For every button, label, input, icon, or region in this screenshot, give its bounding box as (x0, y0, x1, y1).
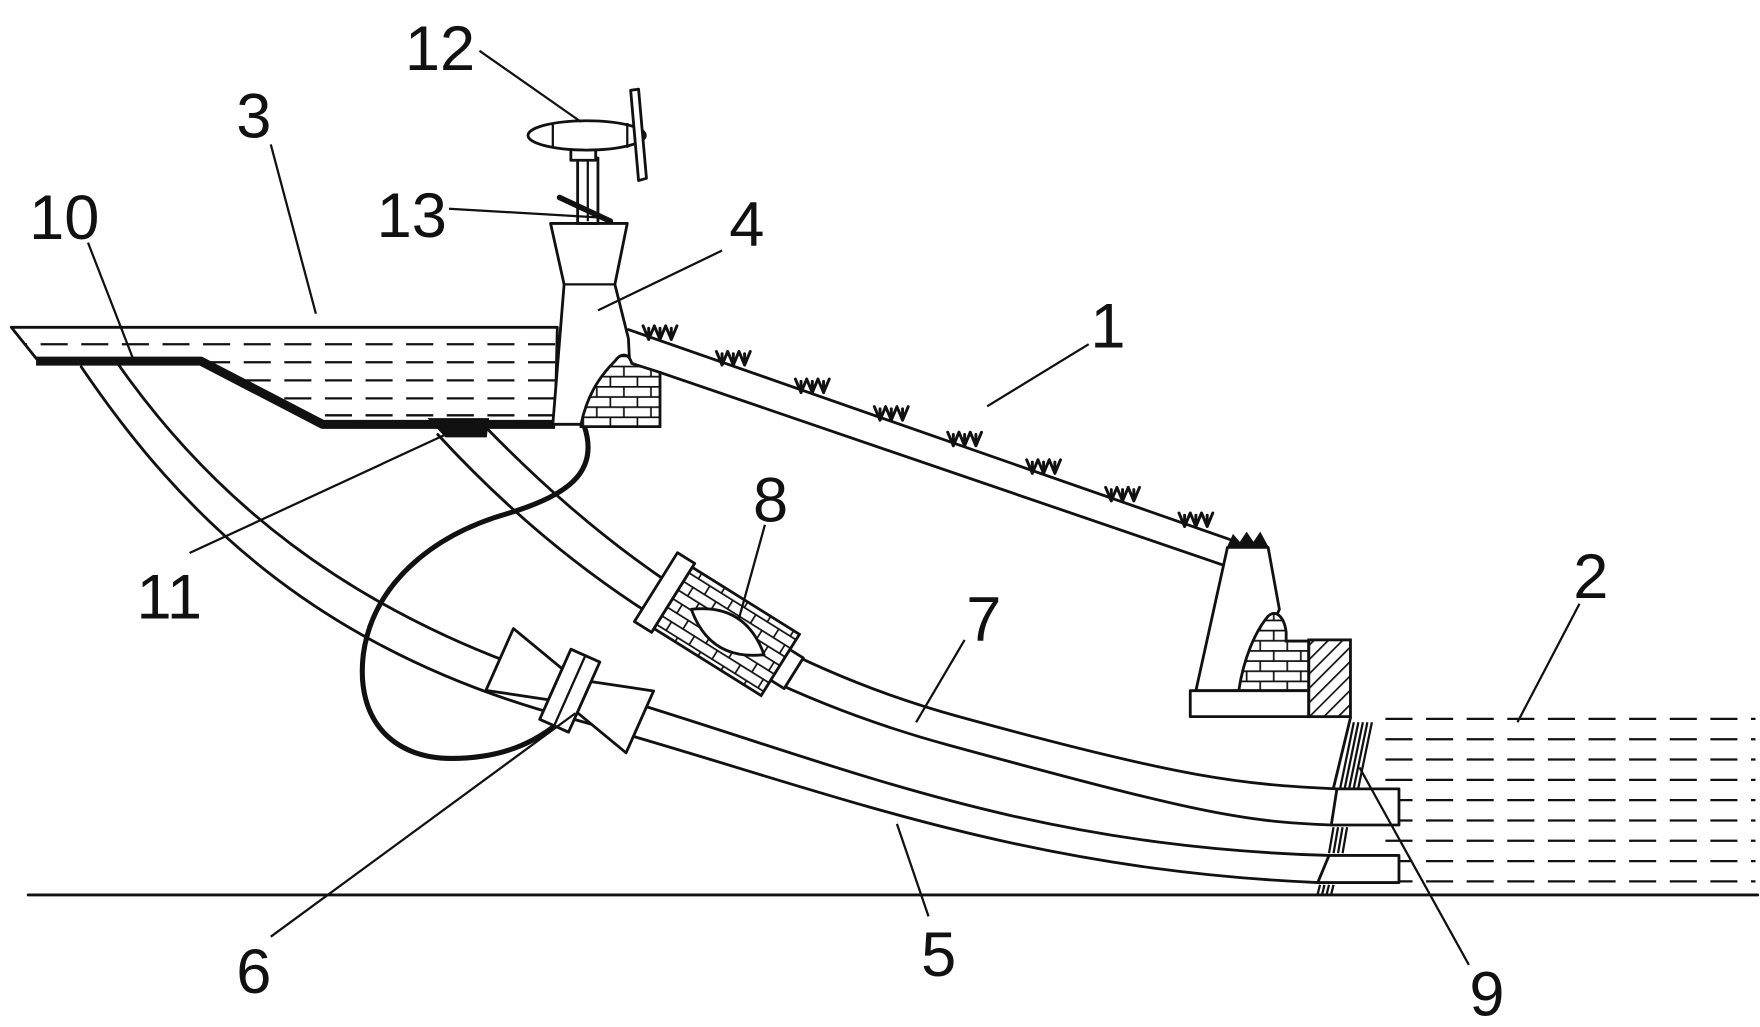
lower-structure-cap (1226, 531, 1270, 548)
lower-structure-footing (1188, 689, 1311, 719)
filter-stripe (1341, 827, 1349, 854)
filter-stripe (1357, 722, 1374, 788)
leader-line-13 (448, 207, 606, 219)
leader-lines (86, 49, 1581, 966)
right-water-body (1385, 717, 1756, 883)
callout-labels: 1 2 3 4 5 6 7 8 9 10 11 12 13 (29, 14, 1608, 1027)
filter-stripe (1325, 884, 1331, 895)
filter-stripe (1332, 827, 1340, 854)
slope-vegetation (641, 324, 1215, 528)
lower-pipe-outlet (1316, 854, 1401, 884)
plant-tuft (946, 430, 984, 448)
leader-line-4 (597, 249, 723, 312)
callout-5: 5 (921, 920, 956, 990)
callout-6: 6 (236, 937, 271, 1007)
plant-tuft (872, 405, 910, 422)
power-cable (359, 424, 591, 761)
leader-line-9 (1358, 766, 1470, 966)
leader-line-8 (737, 524, 767, 619)
filter-stripe (1343, 722, 1360, 788)
filter-stripe (1352, 722, 1369, 788)
leader-line-6 (270, 712, 577, 938)
callout-12: 12 (405, 14, 475, 84)
filter-layer (1316, 722, 1374, 895)
leader-line-10 (86, 242, 135, 360)
upper-pipe-bottom-wall (436, 433, 1333, 827)
callout-4: 4 (729, 190, 764, 260)
filter-stripe (1321, 884, 1326, 895)
filter-stripe (1330, 884, 1335, 895)
callout-9: 9 (1469, 960, 1504, 1027)
leader-line-1 (986, 343, 1090, 408)
bank-edge-line (1332, 716, 1352, 790)
pump-band-divider (553, 655, 587, 727)
valve-outlet-collar (769, 648, 805, 690)
plant-tuft (1025, 458, 1062, 475)
lower-structure-hatched-block (1307, 638, 1352, 719)
plant-tuft (1104, 485, 1141, 503)
leader-line-12 (478, 49, 582, 123)
filter-stripe (1327, 827, 1335, 854)
embankment-slope (626, 324, 1232, 568)
filter-stripe (1336, 827, 1344, 854)
filter-stripe (1339, 722, 1355, 788)
leader-line-5 (895, 823, 930, 917)
pump (484, 627, 656, 755)
filter-stripe (1316, 884, 1322, 895)
leader-line-11 (189, 433, 447, 555)
callout-3: 3 (236, 82, 271, 152)
upper-pipe-top-wall (485, 427, 1339, 791)
turbine-blade (629, 87, 648, 182)
intake-block (427, 418, 490, 438)
upper-tower (549, 222, 662, 429)
callout-8: 8 (753, 465, 788, 535)
callout-13: 13 (377, 181, 447, 251)
slope-top-line (626, 328, 1232, 541)
upper-pipe-outlet (1329, 787, 1401, 827)
turbine-nacelle (526, 119, 647, 152)
leader-line-3 (269, 144, 317, 315)
wind-turbine (526, 87, 648, 182)
plant-tuft (1177, 511, 1215, 528)
lower-structure (1188, 531, 1352, 719)
plant-tuft (641, 324, 679, 341)
plant-tuft (714, 350, 752, 367)
leader-line-2 (1516, 603, 1581, 723)
upper-tower-brick-base (579, 353, 662, 429)
slope-bottom-line (658, 371, 1229, 568)
valve (633, 551, 805, 698)
filter-stripe (1348, 722, 1364, 788)
leader-line-7 (915, 639, 966, 723)
lower-structure-brick-base (1237, 612, 1311, 693)
callout-11: 11 (136, 562, 202, 632)
plant-tuft (793, 377, 831, 395)
callout-10: 10 (29, 183, 99, 253)
upper-pipe (436, 427, 1339, 827)
callout-2: 2 (1573, 542, 1608, 612)
callout-7: 7 (966, 585, 1001, 655)
callout-1: 1 (1090, 292, 1125, 362)
valve-disc (689, 607, 766, 657)
